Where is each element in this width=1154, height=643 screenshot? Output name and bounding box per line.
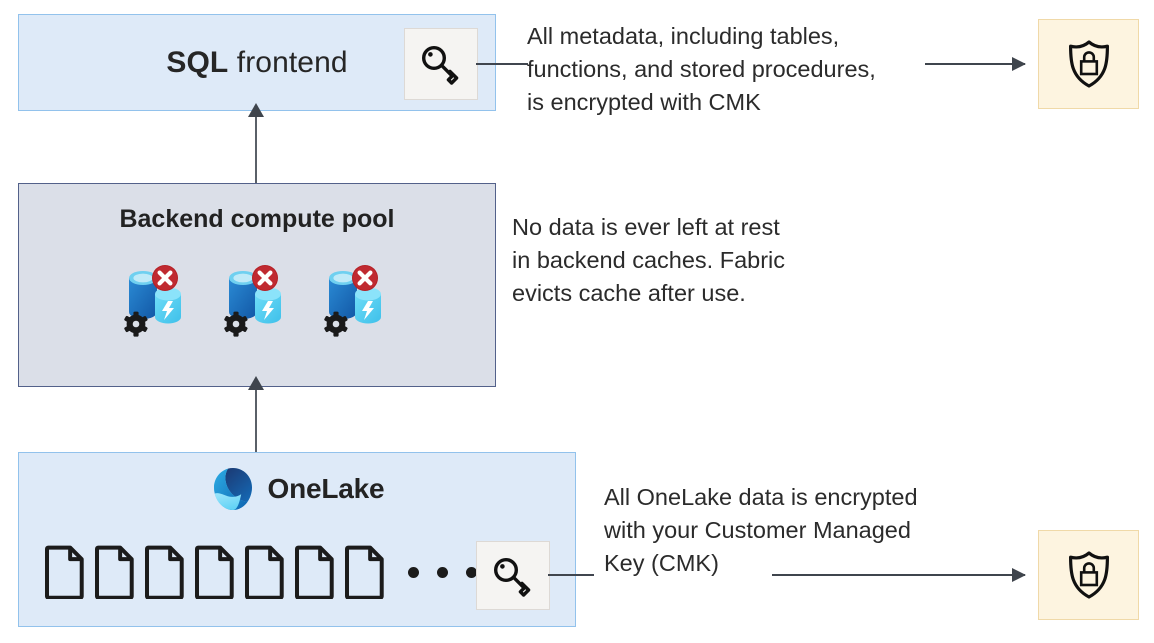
- backend-compute-pool-label: Backend compute pool: [119, 205, 395, 233]
- sql-frontend-label: SQL frontend: [18, 14, 496, 111]
- database-compute-disabled-icon: [124, 265, 181, 337]
- database-compute-disabled-icon: [224, 265, 281, 337]
- gear-icon: [124, 311, 148, 337]
- arrow-pool-to-sql: [248, 103, 264, 184]
- sql-frontend-label-bold: SQL: [166, 45, 229, 79]
- ellipsis-dots: [408, 566, 477, 578]
- gear-icon: [224, 311, 248, 337]
- compute-node-list: [18, 262, 496, 337]
- arrow-onelake-to-pool: [248, 376, 264, 453]
- file-icon: [195, 545, 234, 599]
- compute-node-3: [321, 262, 393, 337]
- shield-lock-icon: [1068, 40, 1109, 88]
- annotation-metadata-cmk: All metadata, including tables, function…: [527, 23, 876, 115]
- file-icon: [145, 545, 184, 599]
- key-vault-top-box[interactable]: [1038, 19, 1139, 109]
- onelake-file-list: [42, 545, 543, 599]
- key-hole: [500, 563, 505, 569]
- file-icon: [245, 545, 284, 599]
- arrow-onelake-to-keyvault: [772, 568, 1026, 582]
- annotation-onelake-cmk: All OneLake data is encrypted with your …: [604, 484, 918, 576]
- database-compute-disabled-icon: [324, 265, 381, 337]
- sql-key-connector-line: [476, 63, 528, 65]
- annotation-no-data-at-rest: No data is ever left at rest in backend …: [512, 214, 786, 306]
- key-icon: [493, 557, 531, 597]
- sql-frontend-key-chip[interactable]: [404, 28, 478, 100]
- gear-icon: [324, 311, 348, 337]
- key-hole: [428, 52, 433, 57]
- onelake-logo-icon: [213, 468, 252, 510]
- ellipsis-dot: [466, 566, 477, 578]
- onelake-label: OneLake: [267, 473, 385, 504]
- sql-frontend-label-rest: frontend: [228, 45, 348, 79]
- compute-node-2: [221, 262, 293, 337]
- file-icon: [345, 545, 384, 599]
- onelake-header: OneLake: [18, 466, 576, 512]
- file-icon: [95, 545, 134, 599]
- onelake-key-chip[interactable]: [476, 541, 550, 610]
- file-icon: [295, 545, 334, 599]
- key-vault-bottom-box[interactable]: [1038, 530, 1139, 620]
- ellipsis-dot: [437, 566, 448, 578]
- ellipsis-dot: [408, 566, 419, 578]
- compute-node-1: [121, 262, 193, 337]
- onelake-key-connector-line: [548, 574, 594, 576]
- key-icon: [421, 45, 459, 85]
- arrow-metadata-to-keyvault: [925, 57, 1026, 71]
- file-icon: [45, 545, 84, 599]
- shield-lock-icon: [1068, 551, 1109, 599]
